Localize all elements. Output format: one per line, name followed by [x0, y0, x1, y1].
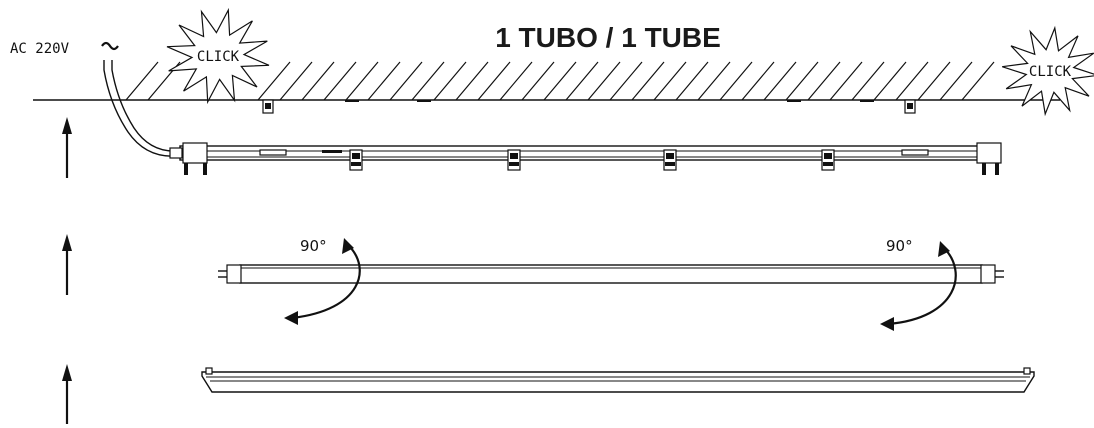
- hatch-line: [301, 61, 335, 101]
- hatch-line: [125, 61, 159, 101]
- tube-cap-right: [980, 264, 996, 284]
- cable-gland: [169, 147, 183, 159]
- hatch-line: [939, 61, 973, 101]
- diagram-title: 1 TUBO / 1 TUBE: [495, 22, 721, 53]
- hatch-line: [389, 61, 423, 101]
- up-arrow-icon: [62, 364, 72, 424]
- hatch-line: [543, 61, 577, 101]
- click-burst-left: CLICK: [166, 7, 270, 105]
- power-supply-label: AC 220V: [10, 41, 119, 57]
- hatch-line: [477, 61, 511, 101]
- hatch-line: [741, 61, 775, 101]
- hatch-line: [719, 61, 753, 101]
- up-arrow-icon: [62, 234, 72, 295]
- burst-star-icon: [1002, 25, 1094, 117]
- hatch-line: [455, 61, 489, 101]
- power-cable: [103, 60, 177, 157]
- fixture-clip: [821, 149, 835, 171]
- hatch-line: [763, 61, 797, 101]
- rotation-label-left: 90°: [300, 237, 327, 255]
- hatch-line: [433, 61, 467, 101]
- click-text-left: CLICK: [197, 49, 240, 65]
- ceiling: [33, 61, 1060, 114]
- burst-star-icon: [166, 7, 270, 105]
- rotate-arrow-icon: [887, 247, 957, 326]
- fixture-clip: [507, 149, 521, 171]
- hatch-line: [807, 61, 841, 101]
- hatch-line: [565, 61, 599, 101]
- end-cap-right: [976, 142, 1002, 164]
- hatch-line: [521, 61, 555, 101]
- hatch-line: [873, 61, 907, 101]
- ceiling-mark: [345, 100, 359, 102]
- diffuser-cover: [201, 367, 1035, 393]
- hatch-line: [323, 61, 357, 101]
- end-cap-left: [182, 142, 208, 164]
- hatch-line: [587, 61, 621, 101]
- tube-cap-left: [226, 264, 242, 284]
- ceiling-mark: [860, 100, 874, 102]
- fixture-body: [169, 142, 1002, 175]
- hatch-line: [785, 61, 819, 101]
- hatch-line: [499, 61, 533, 101]
- hatch-line: [697, 61, 731, 101]
- fixture-clip: [349, 149, 363, 171]
- ceiling-clip-right-inner: [907, 103, 913, 109]
- ceiling-clip-left-inner: [265, 103, 271, 109]
- up-arrow-icon: [62, 117, 72, 178]
- hatch-line: [895, 61, 929, 101]
- rotation-label-right: 90°: [886, 237, 913, 255]
- hatch-line: [631, 61, 665, 101]
- ac-wave-icon: [101, 41, 119, 51]
- hatch-line: [367, 61, 401, 101]
- click-text-right: CLICK: [1029, 64, 1072, 80]
- led-tube: [218, 264, 1004, 284]
- hatch-line: [609, 61, 643, 101]
- hatch-line: [675, 61, 709, 101]
- hatch-line: [851, 61, 885, 101]
- rotation-arrow-left: 90°: [284, 237, 361, 325]
- fixture-clip: [663, 149, 677, 171]
- power-label: AC 220V: [10, 41, 70, 57]
- hatch-line: [345, 61, 379, 101]
- hatch-line: [961, 61, 995, 101]
- hatch-line: [257, 61, 291, 101]
- rotation-arrow-right: 90°: [880, 237, 957, 331]
- ceiling-mark: [787, 100, 801, 102]
- click-burst-right: CLICK: [1002, 25, 1094, 117]
- ceiling-hatching: [125, 61, 995, 101]
- rotate-arrow-icon: [291, 244, 361, 320]
- ceiling-mark: [417, 100, 431, 102]
- hatch-line: [917, 61, 951, 101]
- hatch-line: [411, 61, 445, 101]
- hatch-line: [829, 61, 863, 101]
- hatch-line: [279, 61, 313, 101]
- hatch-line: [653, 61, 687, 101]
